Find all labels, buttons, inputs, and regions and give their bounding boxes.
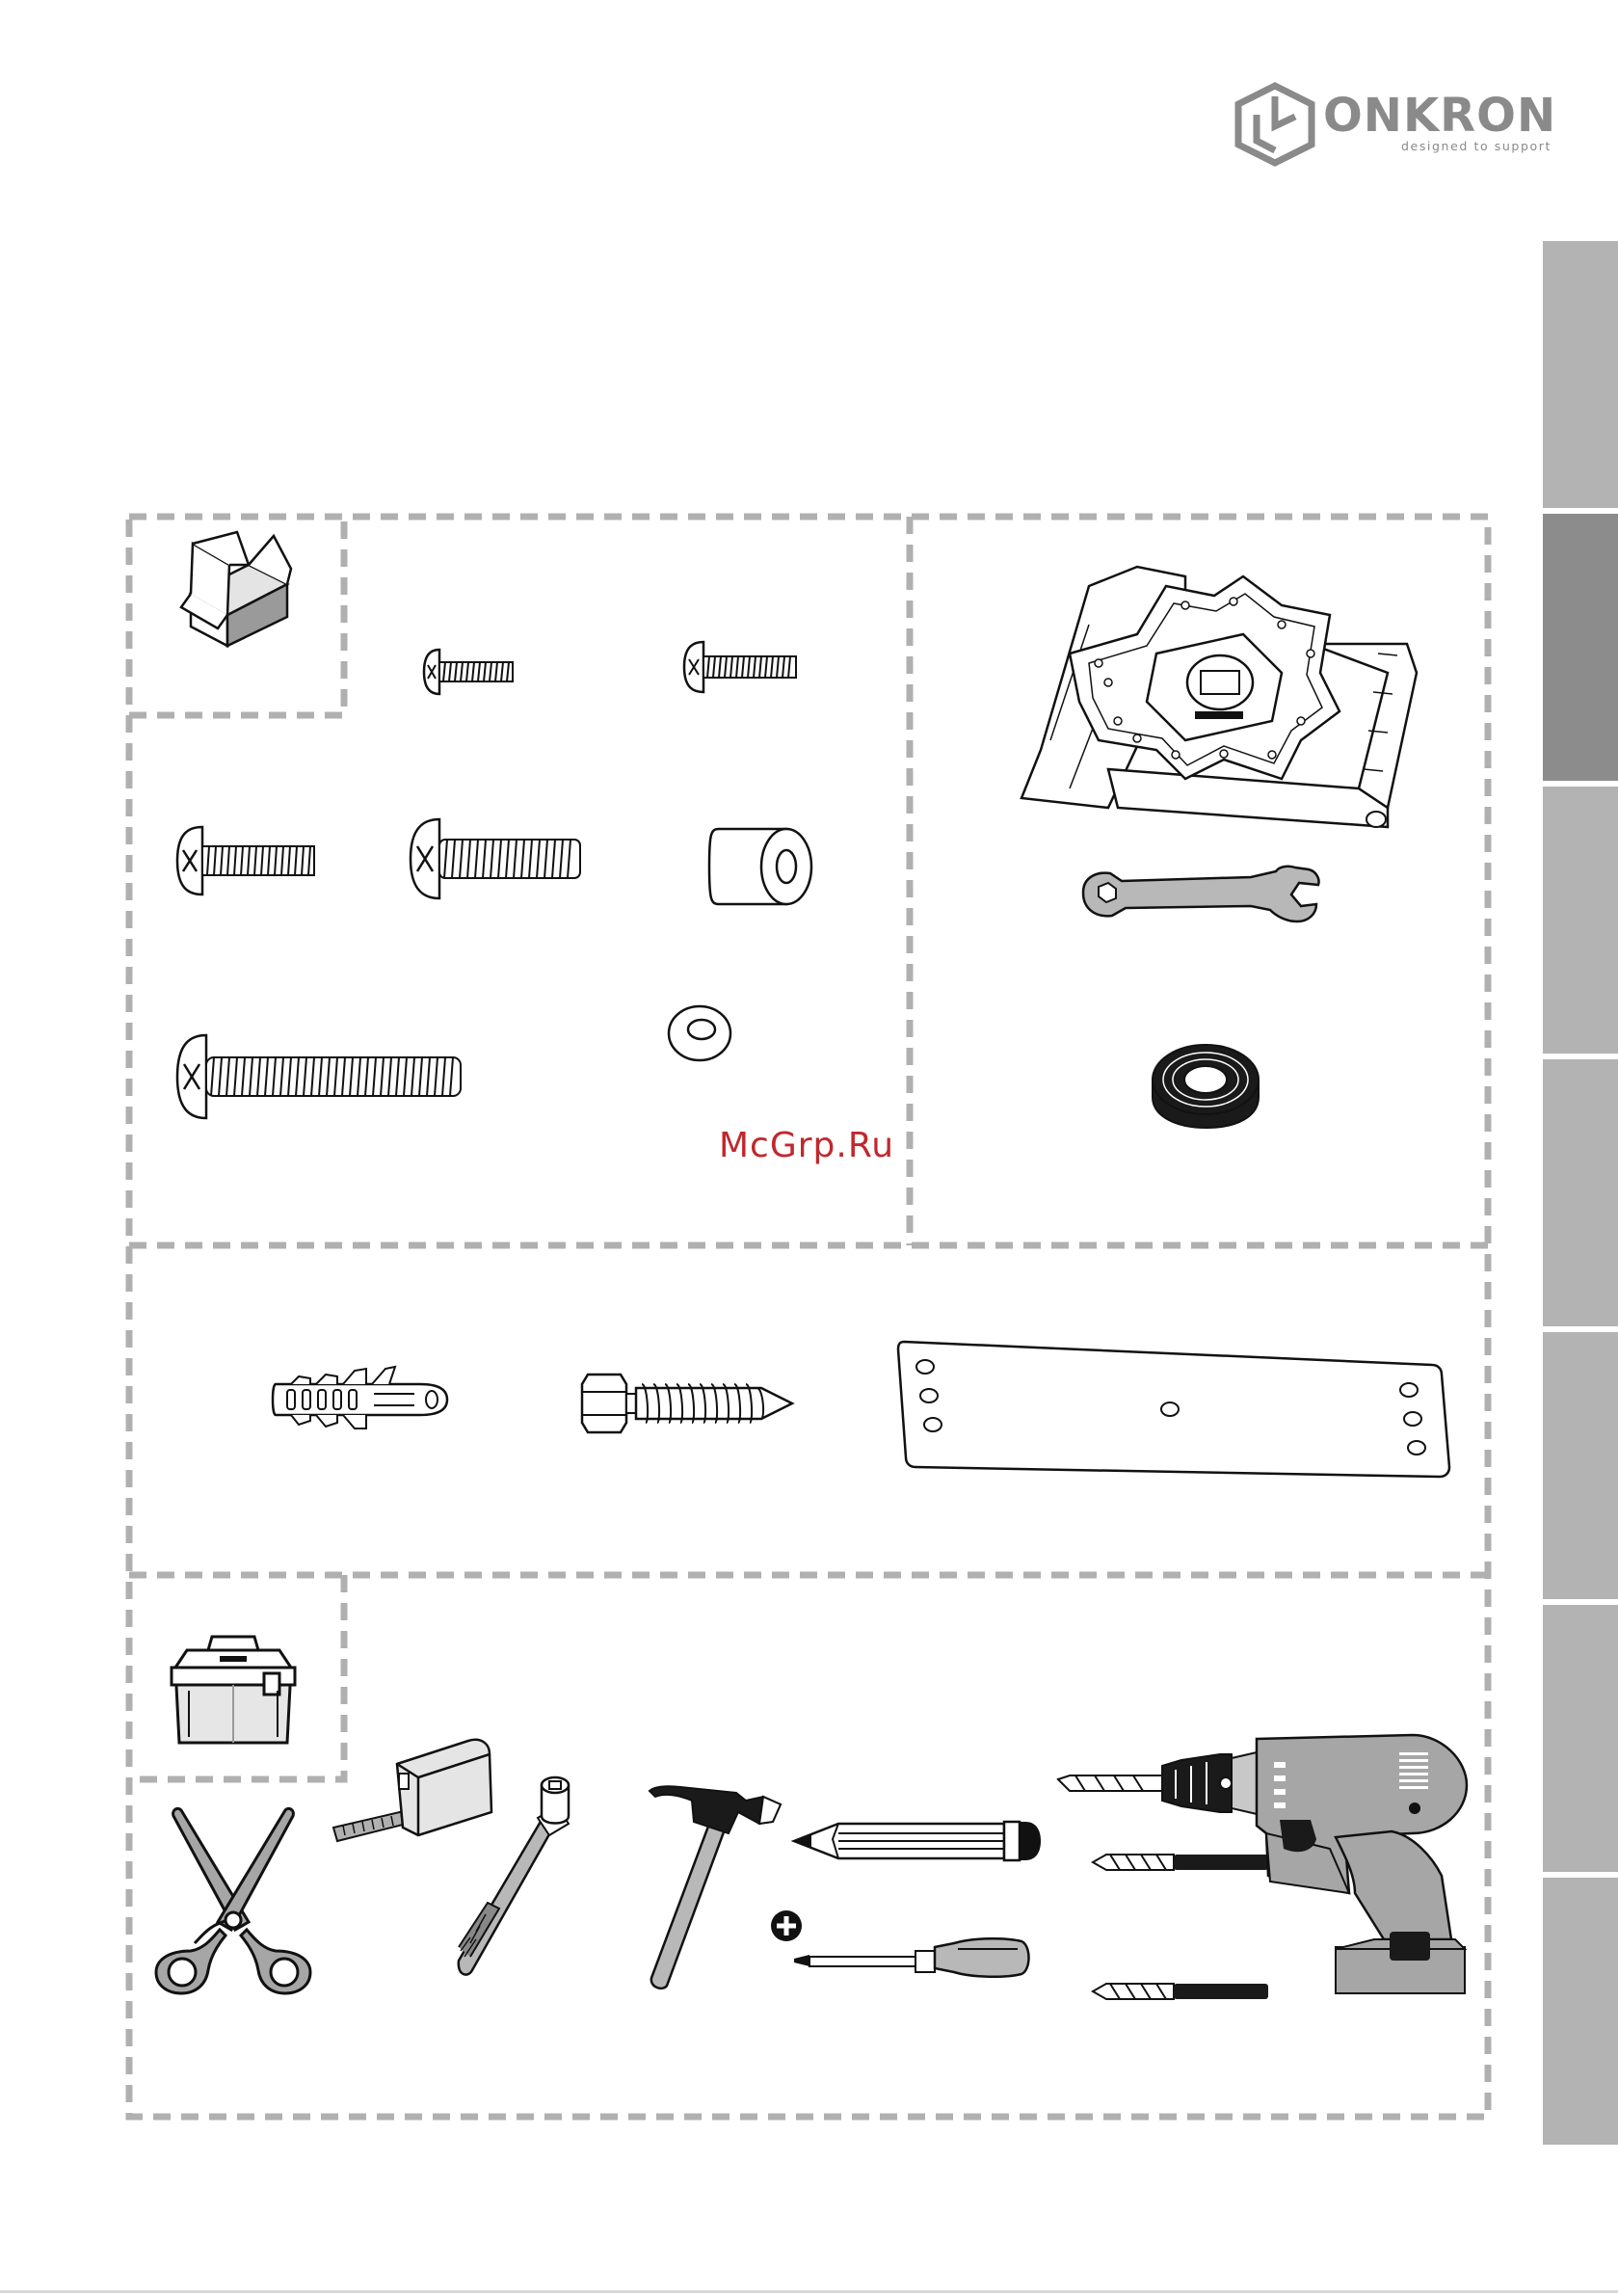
spacer-icon bbox=[705, 825, 817, 908]
washer-icon bbox=[665, 1002, 734, 1064]
watermark-text: McGrp.Ru bbox=[719, 1126, 894, 1165]
open-box-icon bbox=[179, 528, 295, 649]
pencil-icon bbox=[790, 1816, 1043, 1864]
m8-screw-icon bbox=[407, 815, 584, 902]
long-screw-icon bbox=[173, 1031, 464, 1122]
tape-roll-icon bbox=[1149, 1041, 1262, 1132]
socket-wrench-icon bbox=[449, 1768, 580, 1986]
footer-divider bbox=[0, 2290, 1618, 2293]
short-screw-icon bbox=[420, 646, 517, 698]
hammer-icon bbox=[646, 1774, 784, 1988]
medium-screw-icon bbox=[680, 638, 800, 696]
cordless-drill-icon bbox=[1056, 1731, 1471, 1997]
lag-bolt-icon bbox=[578, 1371, 796, 1436]
m6-screw-icon bbox=[173, 823, 318, 898]
scissors-icon bbox=[152, 1806, 314, 1995]
wall-plate-icon bbox=[892, 1336, 1451, 1481]
wall-mount-bracket-icon bbox=[993, 547, 1436, 837]
toolbox-icon bbox=[166, 1629, 301, 1754]
wall-anchor-icon bbox=[270, 1361, 451, 1434]
phillips-screwdriver-icon bbox=[765, 1909, 1035, 1982]
wrench-icon bbox=[1077, 864, 1324, 931]
